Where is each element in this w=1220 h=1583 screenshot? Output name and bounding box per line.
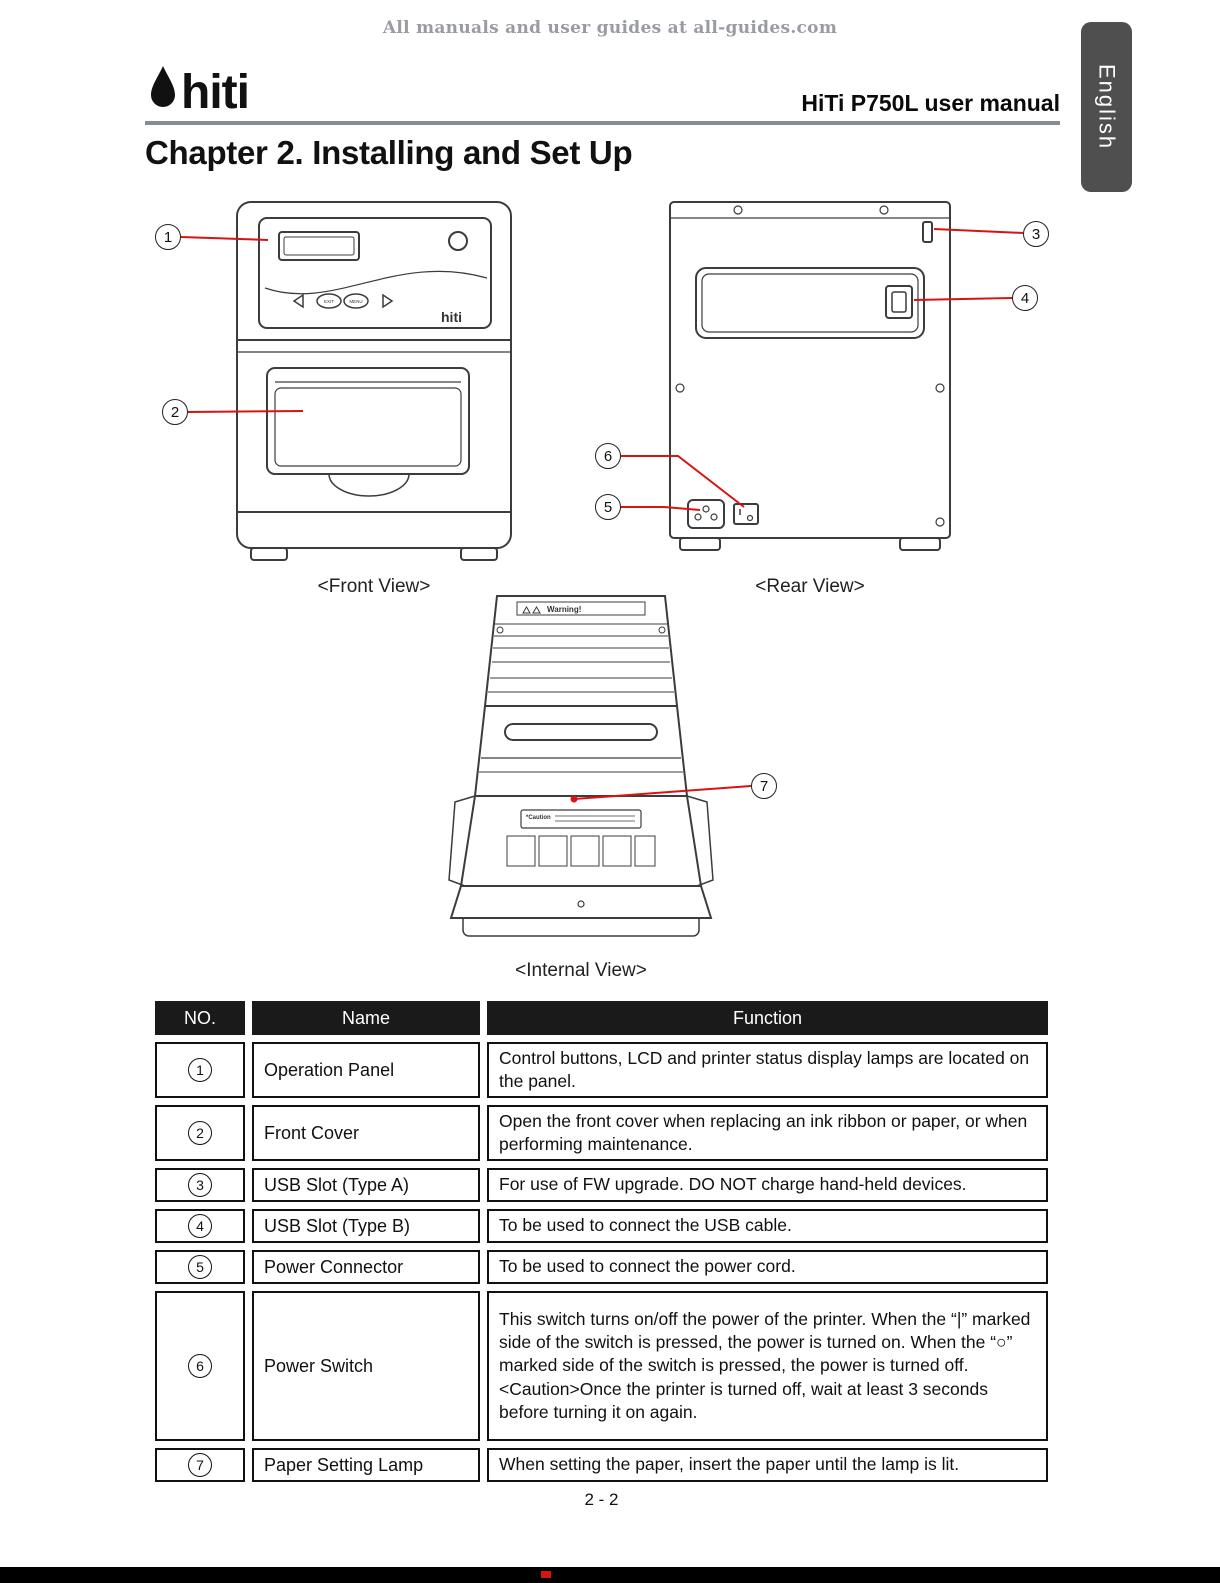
exit-button (316, 293, 342, 309)
front-view-label: <Front View> (317, 576, 431, 597)
part-number: 1 (188, 1058, 212, 1082)
part-name: USB Slot (Type B) (252, 1209, 480, 1243)
internal-view-label: <Internal View> (515, 960, 647, 981)
front-cover (266, 367, 470, 475)
callout-3: 3 (1023, 221, 1049, 247)
brand-logo: hiti (145, 62, 295, 123)
base (449, 885, 713, 919)
foot-right (899, 537, 941, 551)
table-row: 6 Power Switch This switch turns on/off … (155, 1291, 1048, 1441)
part-number: 6 (188, 1354, 212, 1378)
callout-7: 7 (751, 773, 777, 799)
screw (879, 205, 889, 215)
menu-button (343, 293, 369, 309)
instruction-box (538, 835, 568, 867)
part-function: When setting the paper, insert the paper… (487, 1448, 1048, 1482)
part-name: Front Cover (252, 1105, 480, 1161)
rear-view-diagram (669, 201, 951, 551)
internal-view-diagram: Warning! *Caution (448, 595, 714, 937)
part-name: Paper Setting Lamp (252, 1448, 480, 1482)
caution-label: *Caution (526, 815, 551, 821)
part-function: This switch turns on/off the power of th… (487, 1291, 1048, 1441)
table-row: 2 Front Cover Open the front cover when … (155, 1105, 1048, 1161)
logo-text: hiti (181, 66, 249, 118)
table-row: 5 Power Connector To be used to connect … (155, 1250, 1048, 1284)
instruction-box (506, 835, 536, 867)
footer-bar (0, 1567, 1220, 1583)
chapter-title: Chapter 2. Installing and Set Up (145, 134, 633, 171)
language-tab: English (1081, 22, 1132, 192)
usb-type-b-port (885, 285, 913, 319)
drop-icon (151, 66, 175, 107)
operation-panel (258, 217, 492, 329)
foot-left (679, 537, 721, 551)
roller-bar (504, 723, 658, 741)
warning-triangle-icon (532, 606, 541, 614)
parts-table: NO. Name Function 1 Operation Panel Cont… (155, 1001, 1048, 1482)
instruction-box (634, 835, 656, 867)
part-name: Operation Panel (252, 1042, 480, 1098)
col-header-name: Name (252, 1001, 480, 1035)
screw (733, 205, 743, 215)
part-number: 5 (188, 1255, 212, 1279)
part-number: 3 (188, 1173, 212, 1197)
part-function: For use of FW upgrade. DO NOT charge han… (487, 1168, 1048, 1202)
screw (675, 383, 685, 393)
screw (935, 517, 945, 527)
table-header-row: NO. Name Function (155, 1001, 1048, 1035)
instruction-box (570, 835, 600, 867)
callout-6: 6 (595, 443, 621, 469)
watermark-text: All manuals and user guides at all-guide… (382, 18, 838, 38)
instruction-box (602, 835, 632, 867)
arrow-left-icon (292, 293, 304, 309)
warning-strip (516, 601, 646, 616)
part-name: USB Slot (Type A) (252, 1168, 480, 1202)
part-name: Power Switch (252, 1291, 480, 1441)
svg-text:MENU: MENU (349, 299, 362, 304)
foot-left (250, 547, 288, 561)
power-switch (733, 503, 759, 525)
callout-2: 2 (162, 399, 188, 425)
warning-label: Warning! (547, 605, 581, 614)
col-header-no: NO. (155, 1001, 245, 1035)
part-number: 2 (188, 1121, 212, 1145)
side-wing-left (448, 795, 476, 887)
rear-view-label: <Rear View> (755, 576, 865, 597)
usb-type-a-slot (922, 221, 933, 243)
warning-triangle-icon (522, 606, 531, 614)
part-function: To be used to connect the power cord. (487, 1250, 1048, 1284)
arrow-right-icon (382, 293, 394, 309)
callout-1: 1 (155, 224, 181, 250)
svg-text:EXIT: EXIT (324, 299, 334, 304)
page-number: 2 - 2 (584, 1490, 619, 1509)
part-function: Open the front cover when replacing an i… (487, 1105, 1048, 1161)
screw (935, 383, 945, 393)
table-row: 4 USB Slot (Type B) To be used to connec… (155, 1209, 1048, 1243)
part-number: 4 (188, 1214, 212, 1238)
part-number: 7 (188, 1453, 212, 1477)
side-wing-right (686, 795, 714, 887)
power-button (448, 231, 468, 251)
footer-mark (541, 1571, 551, 1578)
manual-title: HiTi P750L user manual (801, 90, 1060, 116)
foot-right (460, 547, 498, 561)
lcd-display (278, 231, 360, 261)
caution-label-strip (520, 809, 642, 829)
front-view-diagram: EXIT MENU hiti (236, 201, 512, 561)
table-row: 3 USB Slot (Type A) For use of FW upgrad… (155, 1168, 1048, 1202)
panel-logo-text: hiti (441, 309, 462, 325)
callout-4: 4 (1012, 285, 1038, 311)
callout-5: 5 (595, 494, 621, 520)
col-header-function: Function (487, 1001, 1048, 1035)
part-function: To be used to connect the USB cable. (487, 1209, 1048, 1243)
table-row: 7 Paper Setting Lamp When setting the pa… (155, 1448, 1048, 1482)
part-function: Control buttons, LCD and printer status … (487, 1042, 1048, 1098)
power-connector (687, 499, 725, 529)
table-row: 1 Operation Panel Control buttons, LCD a… (155, 1042, 1048, 1098)
handle-recess (328, 473, 410, 497)
header-divider (145, 121, 1060, 125)
part-name: Power Connector (252, 1250, 480, 1284)
